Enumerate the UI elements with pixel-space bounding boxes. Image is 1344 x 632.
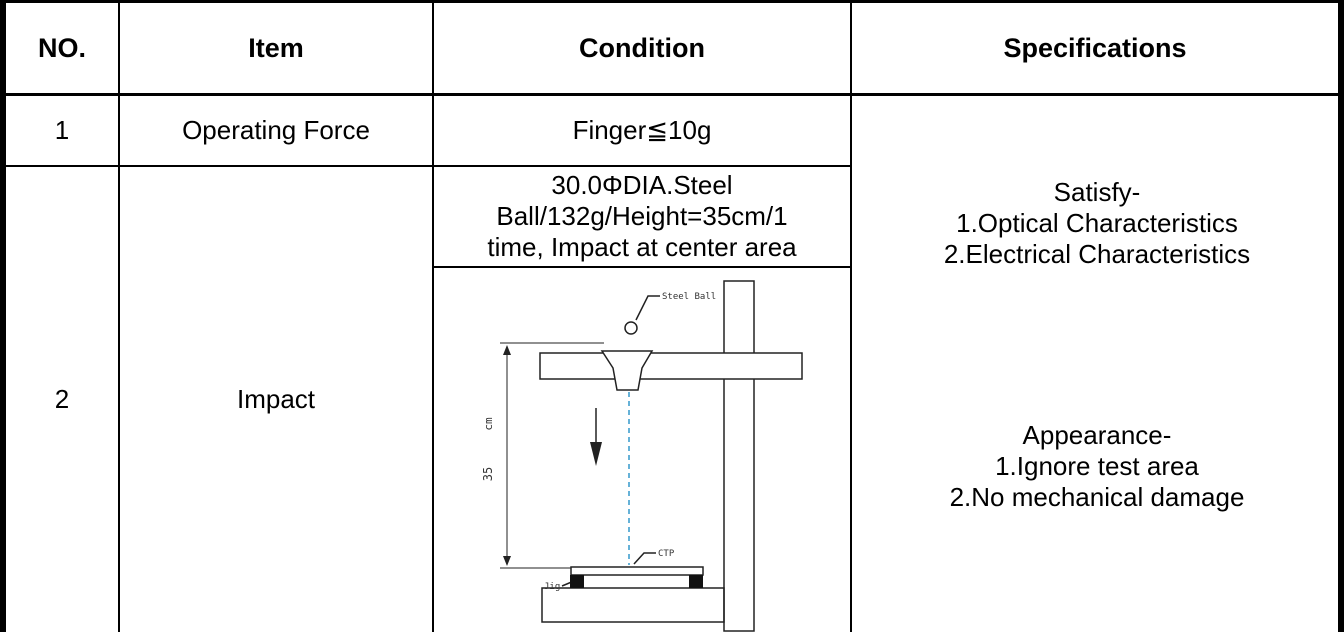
jig-block-right [689,575,703,588]
col-divider-3 [850,0,852,632]
spec-satisfy-line-1: 1.Optical Characteristics [956,208,1238,238]
ctp-leader [633,552,656,565]
table-border-right [1338,0,1344,632]
header-specifications: Specifications [1003,32,1187,63]
spec-group-satisfy: Satisfy- 1.Optical Characteristics 2.Ele… [850,177,1344,270]
table-border-top [0,0,1344,3]
row1-no: 1 [54,115,70,145]
arm [539,352,803,380]
condition-line-1: 30.0ΦDIA.Steel [551,170,733,200]
base-plate [541,587,725,623]
steel-ball [624,321,638,335]
condition-split-divider [432,266,850,268]
row2-no: 2 [54,384,70,414]
ball-guide-funnel [600,350,654,391]
spec-appearance-title: Appearance- [1022,420,1172,450]
spec-group-appearance: Appearance- 1.Ignore test area 2.No mech… [850,420,1344,513]
steel-ball-leader [635,295,660,321]
row1-condition: Finger≦10g [572,115,712,145]
stand-pillar [723,280,755,632]
row1-divider [0,165,850,167]
table-border-left [0,0,6,632]
drop-arrow-icon [590,442,602,466]
col-divider-2 [432,0,434,632]
impact-test-diagram: Steel Ball CTP Jig 35 cm [481,280,803,632]
spec-satisfy-title: Satisfy- [1053,177,1141,207]
header-item: Item [248,32,304,63]
jig-label: Jig [544,582,560,592]
spec-satisfy-line-2: 2.Electrical Characteristics [943,239,1251,269]
height-label: 35 [481,467,495,481]
spec-appearance-line-2: 2.No mechanical damage [949,482,1245,512]
row2-condition-text: 30.0ΦDIA.Steel Ball/132g/Height=35cm/1 t… [434,167,850,266]
ctp-panel [570,566,704,576]
row2-item: Impact [236,384,316,414]
height-unit-label: cm [482,417,495,431]
header-no: NO. [37,32,86,63]
condition-line-3: time, Impact at center area [487,232,797,262]
spec-appearance-line-1: 1.Ignore test area [995,451,1199,481]
col-divider-1 [118,0,120,632]
condition-line-2: Ball/132g/Height=35cm/1 [496,201,788,231]
header-condition: Condition [579,32,705,63]
steel-ball-label: Steel Ball [662,292,716,302]
jig-block-left [570,575,584,588]
row1-item: Operating Force [182,115,370,145]
header-row-divider [0,93,1344,96]
ctp-label: CTP [658,549,675,559]
